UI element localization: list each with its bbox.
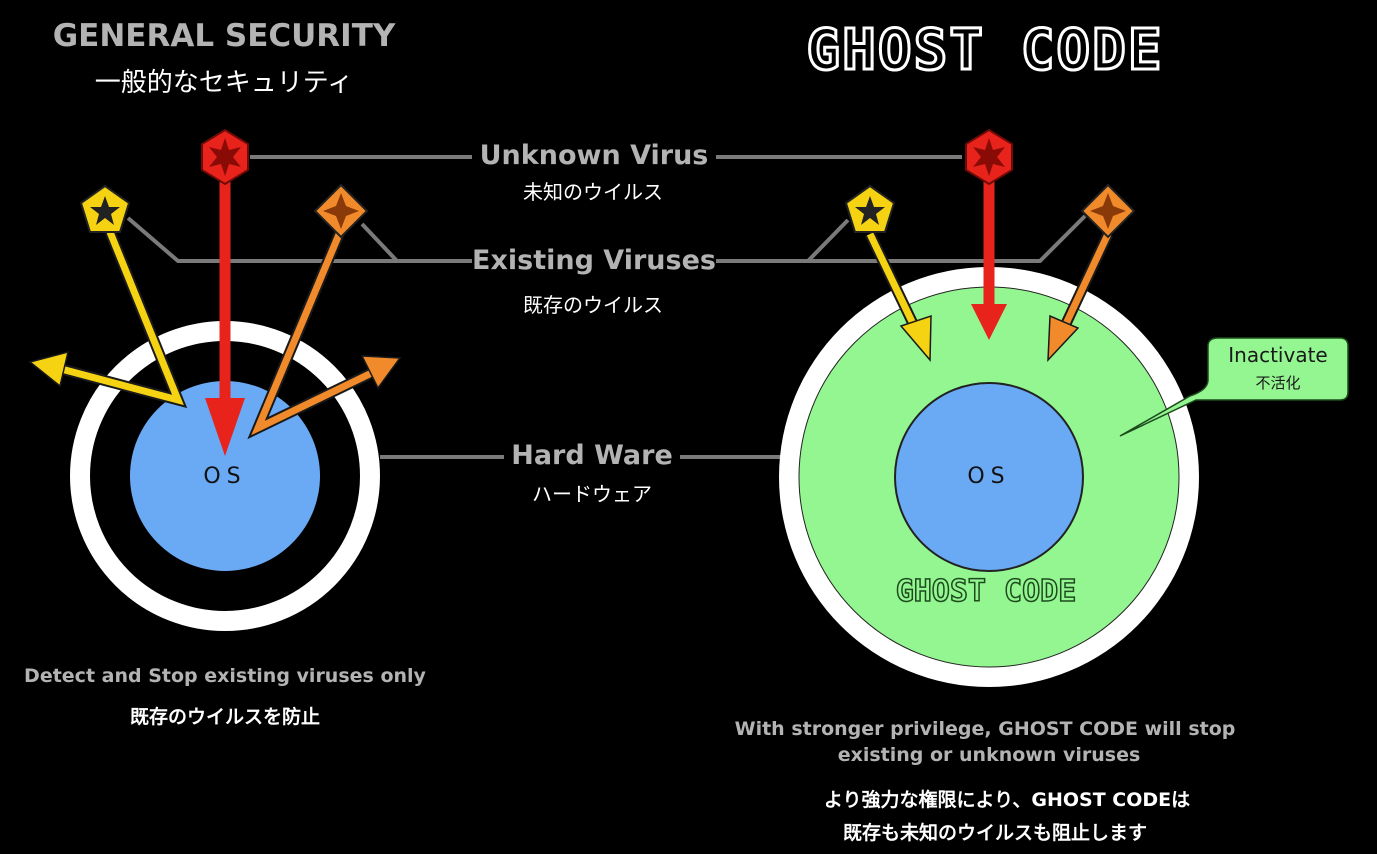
left-caption-jp: 既存のウイルスを防止 bbox=[129, 706, 321, 728]
right-caption-en-2: existing or unknown viruses bbox=[837, 744, 1141, 766]
existing-viruses-label: Existing Viruses bbox=[472, 245, 716, 276]
orange-star-virus-icon bbox=[313, 183, 369, 239]
orange-star-virus-icon bbox=[1080, 183, 1136, 239]
right-red-arrow bbox=[971, 178, 1007, 340]
left-red-penetrating-arrow bbox=[205, 178, 245, 456]
right-os-circle bbox=[894, 382, 1084, 572]
ghost-code-inner-logo: GHOST CODE bbox=[895, 573, 1077, 610]
left-title-jp: 一般的なセキュリティ bbox=[94, 68, 354, 98]
red-star-virus-icon bbox=[965, 128, 1013, 186]
left-os-circle bbox=[130, 381, 320, 571]
unknown-virus-label: Unknown Virus bbox=[479, 140, 709, 171]
existing-connector-right-b bbox=[808, 214, 1087, 263]
inactivate-label: Inactivate bbox=[1228, 343, 1328, 367]
yellow-star-virus-icon bbox=[79, 184, 131, 233]
right-caption-en-1: With stronger privilege, GHOST CODE will… bbox=[734, 718, 1236, 740]
yellow-star-virus-icon bbox=[844, 184, 896, 233]
red-star-virus-icon bbox=[201, 128, 249, 186]
existing-connector-left bbox=[126, 216, 402, 263]
inactivate-label-jp: 不活化 bbox=[1255, 374, 1301, 392]
ghost-code-logo: GHOST CODE bbox=[805, 17, 1164, 85]
left-orange-deflect-arrow bbox=[247, 229, 402, 440]
unknown-virus-label-jp: 未知のウイルス bbox=[523, 180, 663, 204]
hardware-label: Hard Ware bbox=[511, 440, 673, 471]
right-caption-jp-2: 既存も未知のウイルスも阻止します bbox=[842, 822, 1148, 844]
left-yellow-deflect-arrow bbox=[28, 229, 188, 409]
right-orange-arrow bbox=[1047, 231, 1113, 362]
right-yellow-arrow bbox=[865, 231, 932, 362]
left-os-label: OS bbox=[203, 464, 247, 489]
existing-viruses-label-jp: 既存のウイルス bbox=[523, 293, 663, 317]
inactivate-callout-bubble bbox=[1119, 337, 1349, 437]
right-caption-jp-1: より強力な権限により、GHOST CODEは bbox=[823, 789, 1191, 811]
left-caption-en: Detect and Stop existing viruses only bbox=[24, 665, 426, 687]
right-os-label: OS bbox=[967, 464, 1011, 489]
left-title-en: GENERAL SECURITY bbox=[52, 18, 396, 54]
existing-connector-right-a bbox=[716, 218, 850, 263]
hardware-label-jp: ハードウェア bbox=[532, 482, 652, 506]
